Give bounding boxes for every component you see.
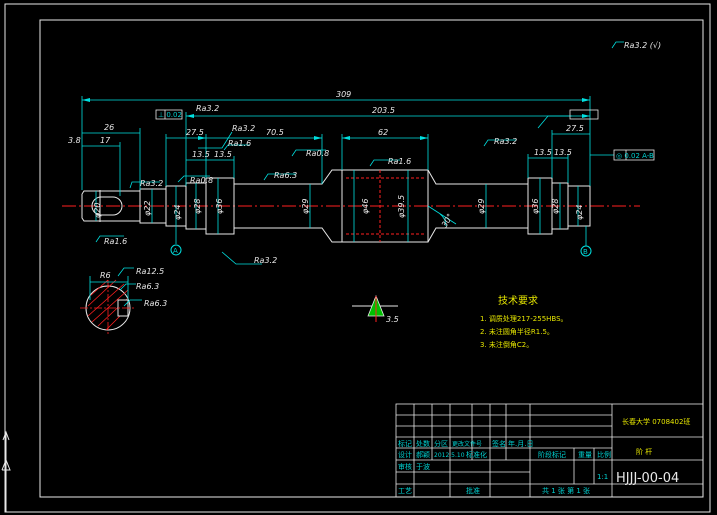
dim-27-5-left: 27.5: [186, 128, 204, 137]
weight-label: 重量: [578, 451, 592, 459]
roughness-label: Ra6.3: [274, 171, 297, 180]
hatch-value: 3.5: [386, 315, 399, 324]
header-date: 年.月.日: [508, 439, 533, 448]
tech-requirements-title: 技术要求: [498, 294, 538, 307]
dim-62: 62: [378, 128, 388, 137]
design-label: 设计: [398, 450, 412, 459]
keyway-left-end: [91, 190, 123, 222]
drawing-number: HJJJ-00-04: [616, 471, 679, 486]
dia-46: φ46: [361, 199, 370, 214]
sheet-count: 共 1 张 第 1 张: [542, 486, 590, 495]
header-signature: 签名: [492, 439, 506, 448]
dia-36b: φ36: [531, 199, 540, 214]
tech-requirement-item: 3. 未注倒角C2。: [480, 340, 533, 349]
roughness-label: Ra6.3: [136, 282, 159, 291]
roughness-label: Ra0.8: [190, 176, 213, 185]
roughness-label: Ra3.2: [140, 179, 163, 188]
part-name: 阶 杆: [636, 447, 652, 456]
header-count: 处数: [416, 439, 430, 448]
approve-label: 批准: [466, 486, 480, 495]
datum-b-label: B: [583, 248, 588, 256]
designer-name: 郝颖: [416, 450, 430, 459]
header-zone: 分区: [434, 439, 448, 448]
dim-13-5: 13.5: [554, 148, 572, 157]
middle-section-detail: [346, 170, 424, 242]
dia-24b: φ24: [575, 205, 584, 220]
datum-markers: [170, 244, 592, 257]
dia-39-5: φ39.5: [397, 195, 406, 218]
dia-22: φ22: [143, 201, 152, 216]
scale-label: 比例: [597, 450, 611, 459]
roughness-label: Ra3.2: [494, 137, 517, 146]
roughness-label: Ra3.2: [196, 104, 219, 113]
dim-13-5: 13.5: [214, 150, 232, 159]
general-roughness: Ra3.2 (√): [624, 41, 661, 50]
sheet-border: [4, 3, 711, 513]
dim-13-5: 13.5: [534, 148, 552, 157]
roughness-label: Ra0.8: [306, 149, 329, 158]
dia-36: φ36: [215, 199, 224, 214]
ucs-icon: [1, 430, 11, 512]
roughness-label: Ra6.3: [144, 299, 167, 308]
datum-a-label: A: [173, 247, 178, 255]
roughness-label: Ra1.6: [104, 237, 127, 246]
header-change-doc: 更改文件号: [452, 440, 482, 448]
design-date: 2012.5.10: [434, 452, 465, 459]
dim-27-5-right: 27.5: [566, 124, 584, 133]
dia-20: φ20: [93, 203, 102, 218]
tech-requirement-item: 2. 未注圆角半径R1.5。: [480, 327, 554, 336]
dia-28b: φ28: [551, 199, 560, 214]
review-label: 审核: [398, 462, 412, 471]
header-mark: 标记: [398, 439, 412, 448]
tolerance-frames: [155, 109, 655, 161]
dim-3-8: 3.8: [68, 136, 81, 145]
stage-mark-label: 阶段标记: [538, 450, 566, 459]
dia-29: φ29: [301, 199, 310, 214]
dia-28: φ28: [193, 199, 202, 214]
process-label: 工艺: [398, 487, 412, 495]
standardize-label: 标准化: [466, 450, 487, 459]
school-name: 长春大学 0708402班: [622, 417, 690, 426]
section-view: [80, 267, 142, 336]
arrowheads: [82, 98, 590, 140]
roughness-label: Ra12.5: [136, 267, 164, 276]
tolerance-right: ◎ 0.02 A-B: [616, 152, 654, 160]
material-symbol: [352, 294, 398, 322]
dia-24: φ24: [173, 205, 182, 220]
reviewer-name: 于波: [416, 462, 430, 471]
dim-26: 26: [104, 123, 114, 132]
roughness-label: Ra3.2: [254, 256, 277, 265]
roughness-label: Ra1.6: [388, 157, 411, 166]
dim-17: 17: [100, 136, 111, 145]
roughness-label: Ra3.2: [232, 124, 255, 133]
title-block-grid: [395, 403, 704, 498]
dim-70-5: 70.5: [266, 128, 284, 137]
dim-13-5: 13.5: [192, 150, 210, 159]
tolerance-left: ⊥ 0.02: [158, 111, 182, 119]
roughness-label: Ra1.6: [228, 139, 251, 148]
scale-value: 1:1: [597, 473, 608, 481]
dimension-lines: [81, 41, 624, 265]
tech-requirement-item: 1. 调质处理217-255HBS。: [480, 314, 568, 323]
dia-29b: φ29: [477, 199, 486, 214]
dim-203-5: 203.5: [372, 106, 395, 115]
key-width: R6: [100, 271, 111, 280]
dim-total-length: 309: [336, 90, 351, 99]
